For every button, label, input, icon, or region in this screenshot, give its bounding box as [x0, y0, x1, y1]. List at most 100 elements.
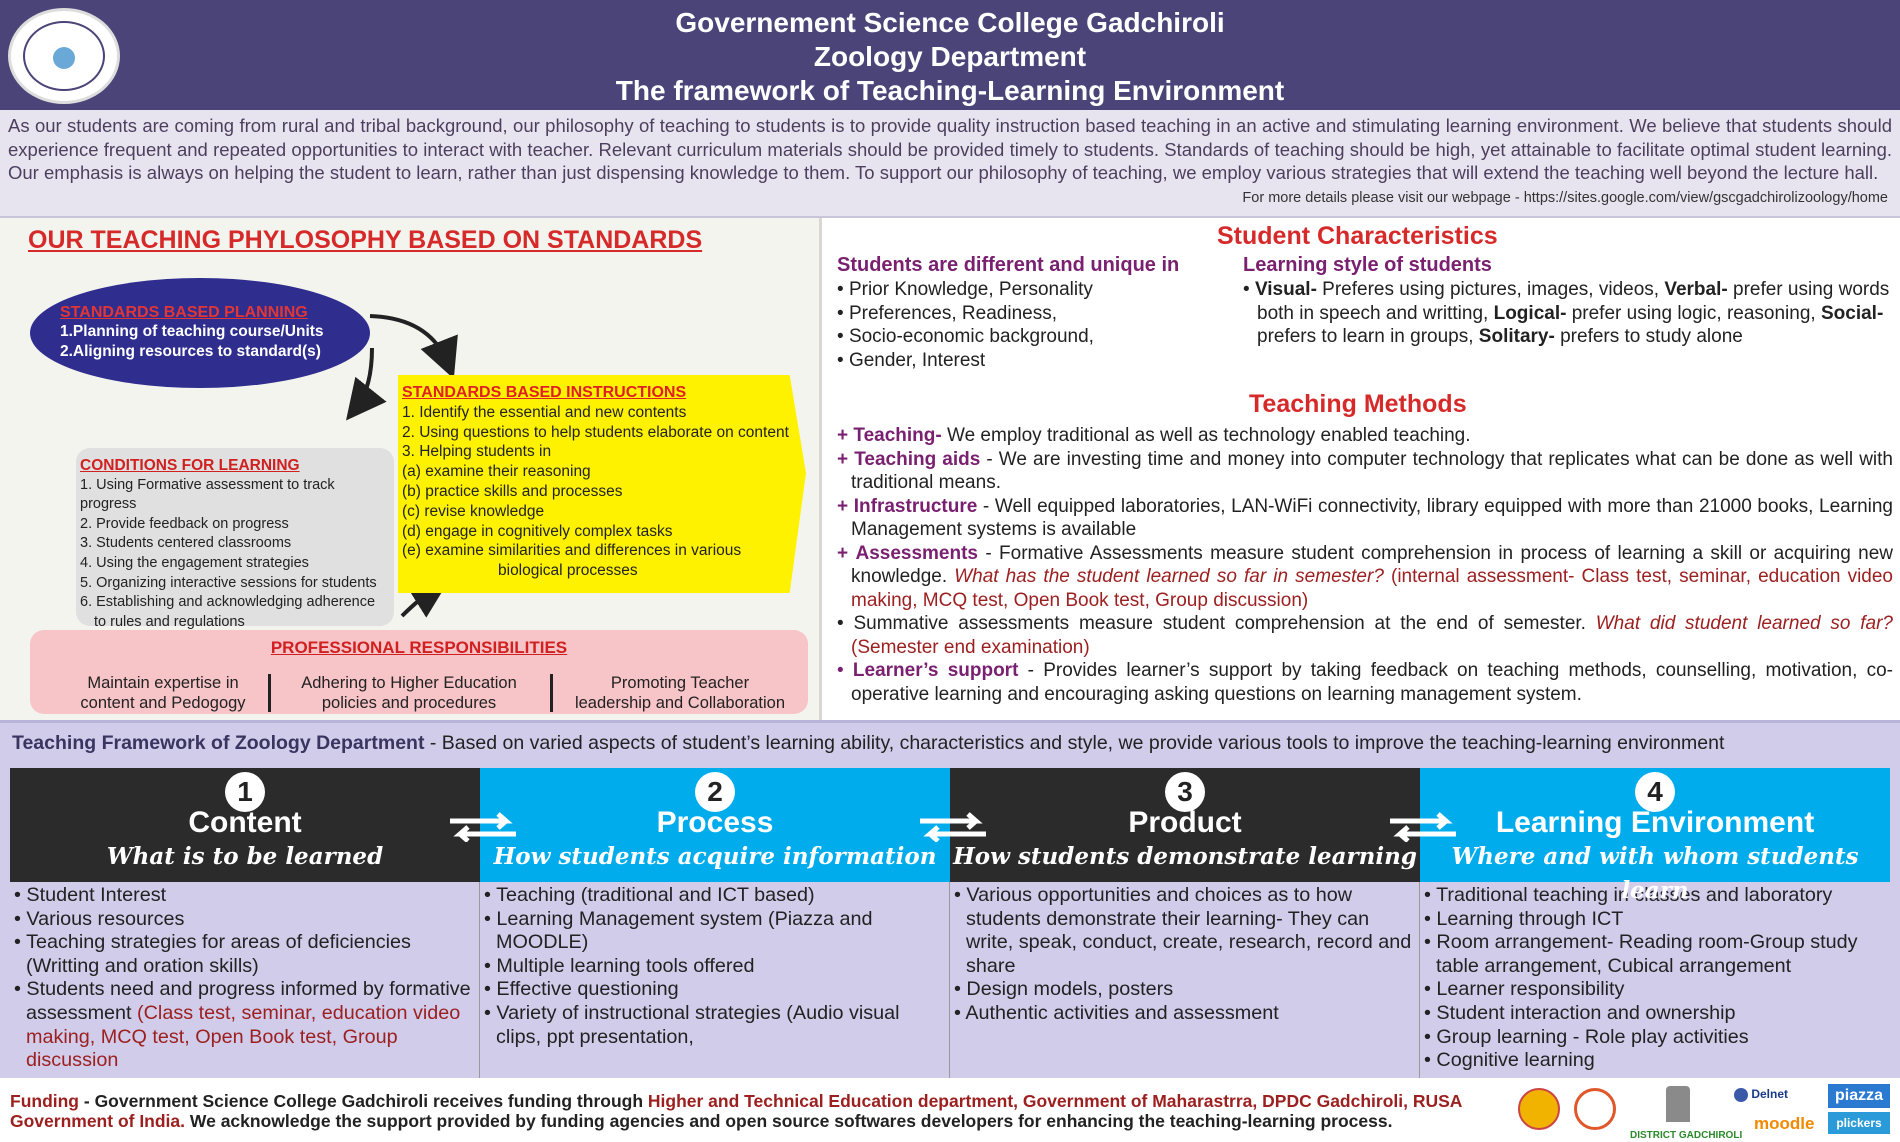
double-arrow-icon: [450, 812, 516, 842]
column-product: 3 Product How students demonstrate learn…: [950, 768, 1420, 1078]
style-heading: Learning style of students: [1243, 254, 1492, 276]
condition-item: 4. Using the engagement strategies: [80, 554, 309, 571]
methods-title: Teaching Methods: [1249, 390, 1467, 418]
column-title: Learning Environment: [1495, 806, 1815, 839]
condition-item: 3. Students centered classrooms: [80, 535, 292, 552]
arrow-to-conditions: [346, 347, 387, 421]
divider: [0, 216, 1900, 218]
condition-item: 1. Using Formative assessment to track p…: [80, 476, 335, 513]
list-item: • Multiple learning tools offered: [484, 954, 755, 977]
list-item: • Effective questioning: [484, 978, 679, 1001]
list-item: • Student interaction and ownership: [1424, 1001, 1736, 1024]
list-item: • Teaching strategies for areas of defic…: [14, 931, 411, 977]
column-title: Process: [656, 806, 774, 839]
plickers-logo: plickers: [1828, 1112, 1890, 1134]
different-heading: Students are different and unique in: [837, 254, 1180, 276]
emblem-logo: [1666, 1086, 1690, 1122]
list-item: • Student Interest: [14, 884, 167, 906]
characteristics-title: Student Characteristics: [1217, 222, 1498, 250]
logo-strip: DISTRICT GADCHIROLI Delnet moodle piazza…: [1518, 1082, 1894, 1141]
method-summative: • Summative assessments measure student …: [837, 613, 1893, 658]
instruction-item: (d) engage in cognitively complex tasks: [402, 522, 673, 540]
column-body: • Teaching (traditional and ICT based) •…: [480, 882, 950, 1078]
professional-item: Promoting Teacher leadership and Collabo…: [574, 674, 786, 712]
list-item: • Variety of instructional strategies (A…: [484, 1001, 900, 1048]
webpage-link[interactable]: For more details please visit our webpag…: [1242, 189, 1888, 206]
professional-box: PROFESSIONAL RESPONSIBILITIES Maintain e…: [30, 630, 808, 714]
list-item: • Prior Knowledge, Personality: [837, 279, 1093, 300]
planning-item: 1.Planning of teaching course/Units: [60, 323, 324, 340]
list-item: • Design models, posters: [954, 978, 1174, 1001]
college-name: Governement Science College Gadchiroli: [675, 7, 1225, 38]
list-item: • Cognitive learning: [1424, 1049, 1595, 1072]
list-item: • Authentic activities and assessment: [954, 1001, 1279, 1024]
seal-icon: [1734, 1087, 1748, 1102]
column-process: 2 Process How students acquire informati…: [480, 768, 950, 1078]
list-item: • Group learning - Role play activities: [1424, 1025, 1749, 1048]
characteristics-panel: Student Characteristics Students are dif…: [825, 218, 1900, 720]
planning-heading: STANDARDS BASED PLANNING: [60, 304, 308, 321]
philosophy-panel: OUR TEACHING PHYLOSOPHY BASED ON STANDAR…: [0, 218, 822, 720]
footer: Funding - Government Science College Gad…: [0, 1078, 1900, 1142]
instruction-item: (a) examine their reasoning: [402, 463, 591, 481]
column-number: 4: [1635, 772, 1675, 812]
intro-section: As our students are coming from rural an…: [0, 110, 1900, 216]
instruction-item: biological processes: [498, 562, 638, 580]
arrow-to-instructions: [369, 314, 458, 379]
methods-list: + Teaching- We employ traditional as wel…: [837, 424, 1893, 706]
instruction-item: 2. Using questions to help students elab…: [402, 423, 789, 441]
list-item: • Learning through ICT: [1424, 907, 1624, 930]
philosophy-title: OUR TEACHING PHYLOSOPHY BASED ON STANDAR…: [28, 226, 703, 254]
instructions-heading: STANDARDS BASED INSTRUCTIONS: [402, 384, 687, 401]
framework-columns: 1 Content What is to be learned • Studen…: [0, 768, 1900, 1078]
conditions-box: CONDITIONS FOR LEARNING 1. Using Formati…: [76, 448, 394, 630]
column-title: Content: [188, 806, 302, 839]
poster-title: The framework of Teaching-Learning Envir…: [615, 75, 1285, 106]
list-item: • Teaching (traditional and ICT based): [484, 884, 815, 906]
moodle-logo: moodle: [1754, 1114, 1815, 1133]
column-body: • Student Interest • Various resources •…: [10, 882, 480, 1078]
condition-item: 5. Organizing interactive sessions for s…: [80, 574, 377, 591]
rusa-logo: [1574, 1088, 1616, 1130]
list-item: • Traditional teaching in classes and la…: [1424, 884, 1833, 906]
delnet-logo: Delnet: [1734, 1084, 1796, 1108]
instruction-item: 1. Identify the essential and new conten…: [402, 403, 687, 421]
standards-planning-ellipse: STANDARDS BASED PLANNING 1.Planning of t…: [30, 278, 370, 388]
column-subtitle: How students demonstrate learning: [953, 843, 1417, 870]
framework-strip: Teaching Framework of Zoology Department…: [0, 720, 1900, 768]
list-item: • Socio-economic background,: [837, 326, 1094, 347]
column-subtitle: Where and with whom students learn: [1451, 843, 1859, 904]
list-item: • Various opportunities and choices as t…: [954, 884, 1412, 977]
list-item: • Preferences, Readiness,: [837, 302, 1057, 324]
header: Governement Science College Gadchiroli Z…: [0, 0, 1900, 110]
different-list: • Prior Knowledge, Personality • Prefere…: [837, 278, 1217, 372]
column-learning-environment: 4 Learning Environment Where and with wh…: [1420, 768, 1890, 1078]
list-item: • Students need and progress informed by…: [14, 978, 471, 1072]
condition-item: 6. Establishing and acknowledging adhere…: [80, 594, 376, 611]
column-title: Product: [1128, 806, 1242, 839]
district-label: DISTRICT GADCHIROLI: [1630, 1130, 1743, 1141]
column-subtitle: What is to be learned: [106, 843, 384, 870]
funding-text: Funding - Government Science College Gad…: [10, 1091, 1463, 1131]
piazza-logo: piazza: [1828, 1084, 1890, 1108]
instruction-item: 3. Helping students in: [402, 443, 552, 461]
double-arrow-icon: [1390, 812, 1456, 842]
maharashtra-logo: [1518, 1088, 1560, 1130]
column-content: 1 Content What is to be learned • Studen…: [10, 768, 480, 1078]
column-number: 3: [1165, 772, 1205, 812]
professional-heading: PROFESSIONAL RESPONSIBILITIES: [270, 638, 568, 657]
list-item: • Room arrangement- Reading room-Group s…: [1424, 931, 1858, 977]
framework-title: Teaching Framework of Zoology Department: [12, 732, 425, 754]
conditions-heading: CONDITIONS FOR LEARNING: [80, 457, 300, 474]
list-item: • Learner responsibility: [1424, 978, 1625, 1001]
method-teaching: + Teaching- We employ traditional as wel…: [837, 425, 1471, 446]
list-item: • Various resources: [14, 907, 185, 930]
column-number: 2: [695, 772, 735, 812]
college-logo: [8, 8, 120, 104]
intro-text: As our students are coming from rural an…: [8, 115, 1892, 183]
list-item: • Gender, Interest: [837, 349, 986, 371]
separator: [550, 674, 553, 712]
column-body: • Traditional teaching in classes and la…: [1420, 882, 1890, 1078]
condition-item: to rules and regulations: [94, 613, 245, 630]
professional-item: Adhering to Higher Education policies an…: [301, 674, 517, 712]
